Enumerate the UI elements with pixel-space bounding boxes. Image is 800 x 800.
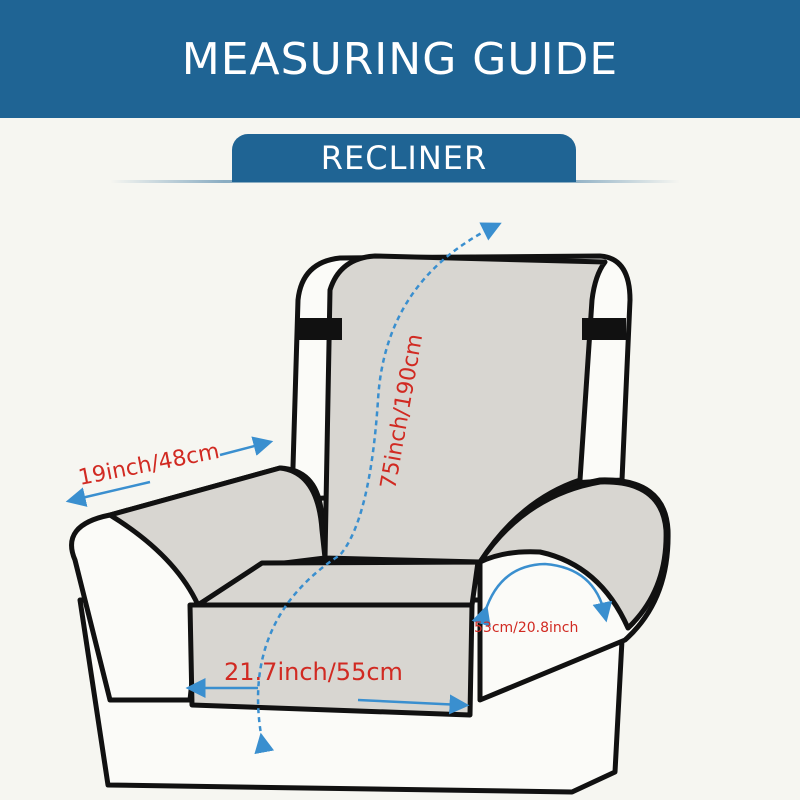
product-type-tab: RECLINER [232, 134, 576, 182]
backrest-length-arrow [254, 222, 502, 755]
seat-width-arrow-right [357, 694, 470, 715]
armrest-width-arrow-right [219, 436, 274, 457]
armrest-width-arrow-left [65, 480, 151, 507]
right-strap [582, 318, 626, 340]
page-title: MEASURING GUIDE [181, 33, 619, 85]
divider [110, 180, 680, 183]
seat-width-label: 21.7inch/55cm [224, 658, 403, 686]
armrest-circumference-label: 53cm/20.8inch [474, 620, 578, 636]
armrest-circumference-arrow [471, 562, 613, 627]
left-strap [296, 318, 342, 340]
header-banner: MEASURING GUIDE [0, 0, 800, 118]
product-type-label: RECLINER [320, 139, 488, 177]
right-arm-cover [477, 479, 669, 631]
